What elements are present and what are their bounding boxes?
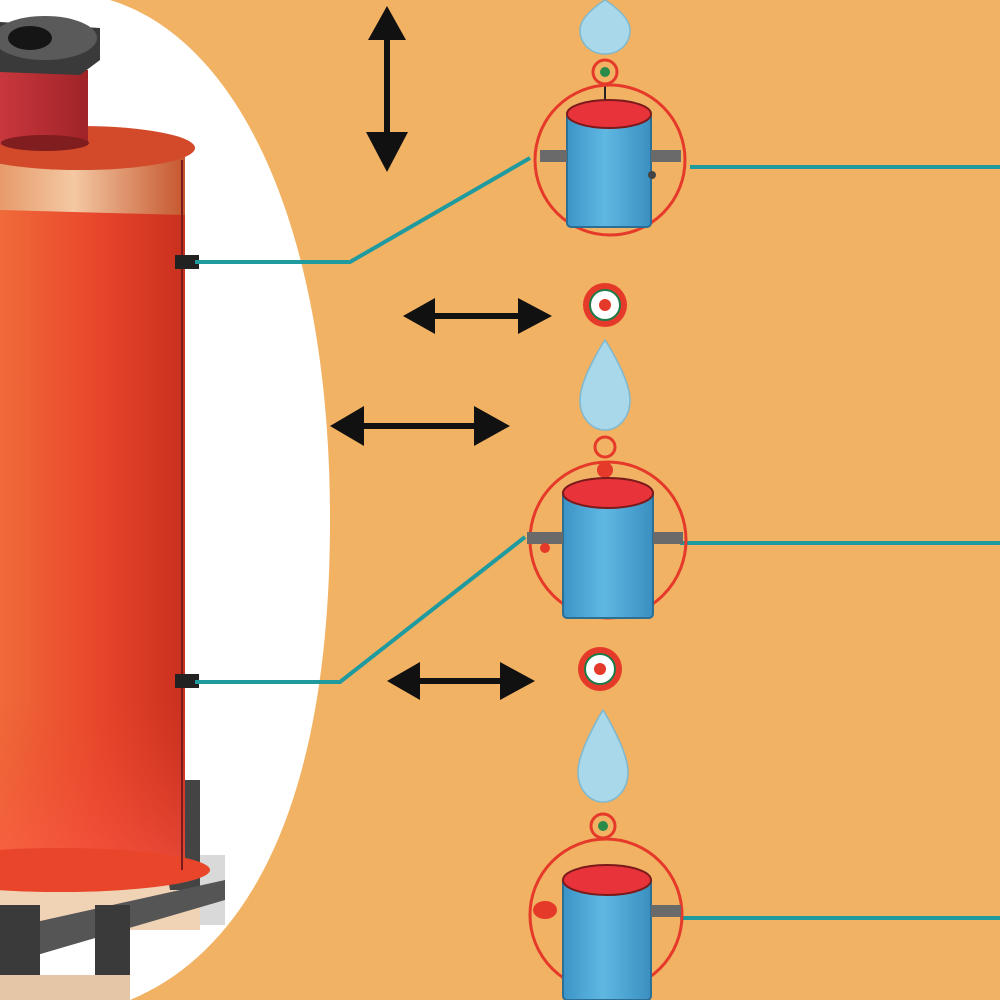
water-heater-tank-icon (0, 16, 225, 1000)
double-arrow-horizontal-icon (387, 662, 535, 700)
water-drop-icon (577, 708, 629, 803)
tank-port-lower (175, 674, 199, 688)
blue-cylinder-sensor-icon (528, 812, 684, 1000)
double-arrow-horizontal-icon (330, 406, 510, 446)
blue-cylinder-sensor-icon (533, 58, 687, 237)
double-arrow-horizontal-icon (403, 298, 552, 334)
blue-cylinder-sensor-icon (527, 435, 688, 620)
pipe-tank-to-unit-1 (195, 156, 532, 264)
tank-neck (0, 70, 88, 145)
red-valve-indicator-icon (578, 647, 622, 691)
water-drop-icon (579, 338, 631, 431)
pipes (195, 156, 1000, 920)
pipe-tank-to-unit-2 (195, 535, 527, 684)
water-drop-icon (579, 0, 631, 55)
red-valve-indicator-icon (583, 283, 627, 327)
tank-port-upper (175, 255, 199, 269)
double-arrow-vertical-icon (366, 6, 408, 172)
